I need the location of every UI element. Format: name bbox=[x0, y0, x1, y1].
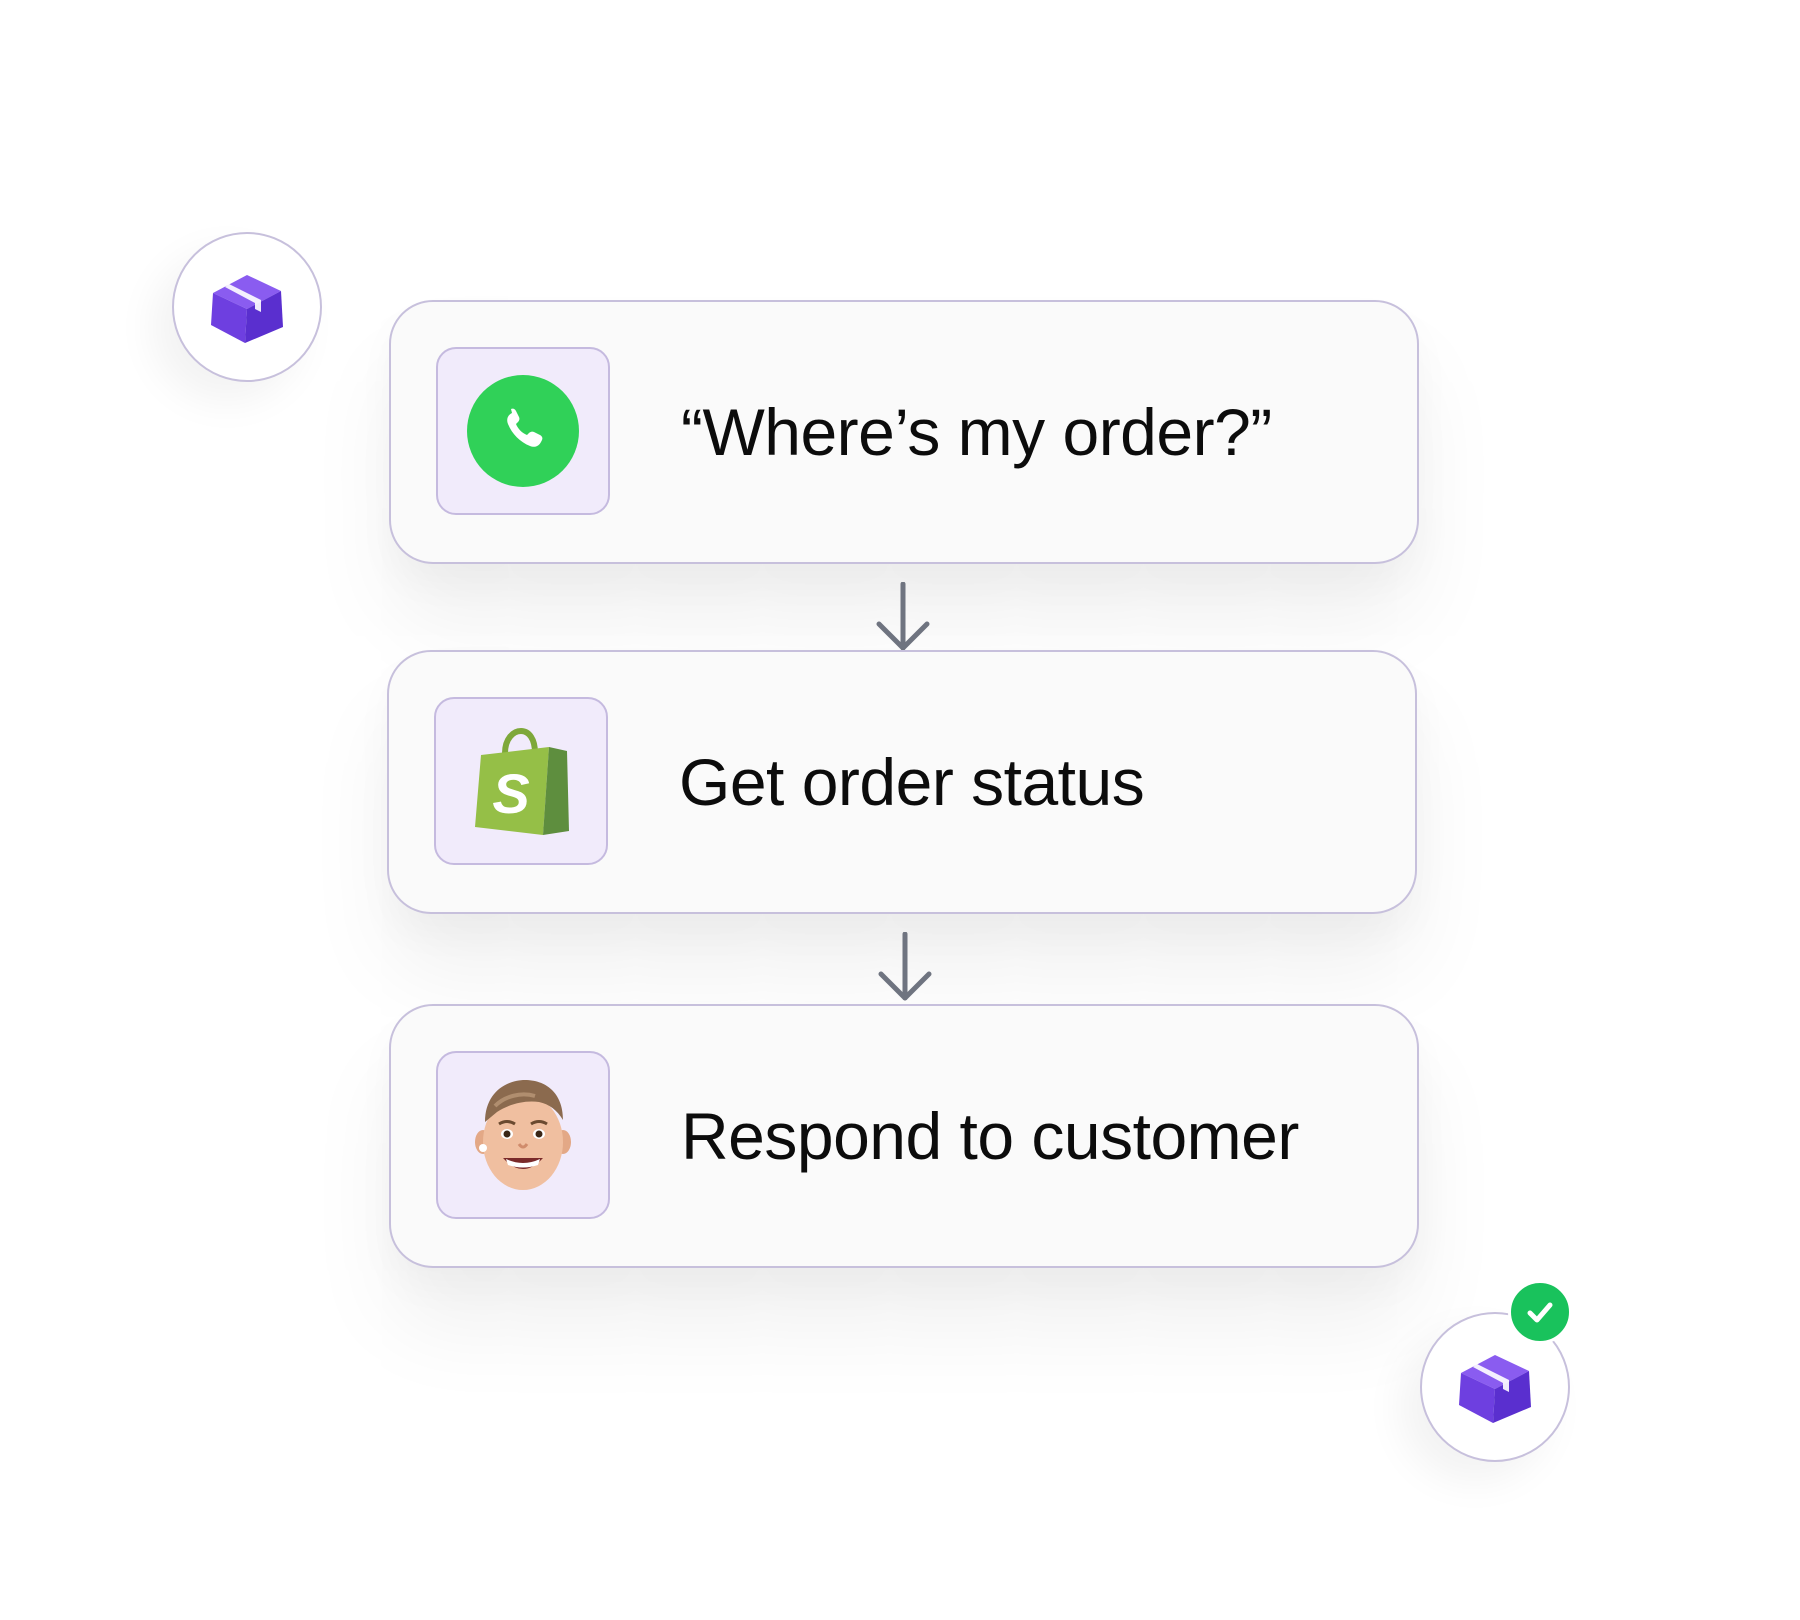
arrow-down-icon bbox=[876, 582, 930, 651]
shopify-bag-icon: S bbox=[475, 727, 569, 835]
checkmark-icon bbox=[1527, 1302, 1553, 1323]
step-icon-tile bbox=[436, 1051, 610, 1219]
step-label: Respond to customer bbox=[681, 1099, 1299, 1173]
step-label: Get order status bbox=[679, 745, 1145, 819]
package-box-icon bbox=[211, 275, 283, 343]
arrow-down-icon bbox=[878, 932, 932, 1001]
step-icon-tile: S bbox=[434, 697, 608, 865]
success-check-badge bbox=[1508, 1280, 1572, 1344]
end-package-badge bbox=[1420, 1312, 1570, 1462]
phone-call-icon bbox=[467, 375, 579, 487]
start-package-badge bbox=[172, 232, 322, 382]
step-card-customer-question: “Where’s my order?” bbox=[389, 300, 1419, 564]
memoji-avatar-icon bbox=[475, 1080, 571, 1190]
step-label: “Where’s my order?” bbox=[681, 395, 1272, 469]
package-box-icon bbox=[1459, 1355, 1531, 1423]
svg-text:S: S bbox=[492, 762, 529, 825]
step-card-respond-to-customer: Respond to customer bbox=[389, 1004, 1419, 1268]
step-card-get-order-status: S Get order status bbox=[387, 650, 1417, 914]
step-icon-tile bbox=[436, 347, 610, 515]
